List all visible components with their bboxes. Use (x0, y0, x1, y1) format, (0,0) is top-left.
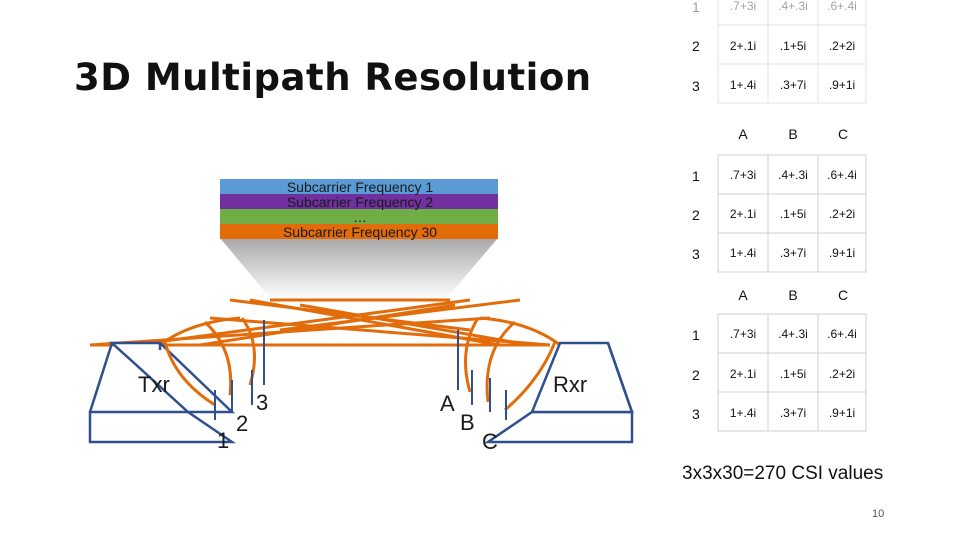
tx-antenna-label-2: 2 (236, 411, 248, 436)
col-header: C (838, 126, 848, 142)
row-header: 3 (692, 406, 700, 422)
table-cell: .7+3i (730, 0, 756, 13)
table-cell: .6+.4i (827, 168, 857, 182)
table-cell: .1+5i (780, 367, 806, 381)
csi-table-2-text: 1 .7+3i .4+.3i .6+.4i 2 2+.1i .1+5i .2+2… (692, 168, 857, 303)
csi-table-1-text: 1 .7+3i .4+.3i .6+.4i 2 2+.1i .1+5i .2+2… (692, 0, 857, 142)
col-header: B (788, 287, 797, 303)
subcarrier-bands: Subcarrier Frequency 1 Subcarrier Freque… (220, 179, 498, 240)
tx-device (88, 317, 265, 444)
band-4 (220, 224, 498, 239)
table-cell: .7+3i (730, 327, 756, 341)
band-1 (220, 179, 498, 194)
table-cell: .3+7i (780, 406, 806, 420)
table-cell: .4+.3i (778, 168, 808, 182)
rx-device (457, 317, 634, 444)
row-header: 1 (692, 0, 700, 15)
table-cell: 2+.1i (730, 39, 756, 53)
col-header: B (788, 126, 797, 142)
rx-antenna-label-c: C (482, 429, 498, 454)
row-header: 2 (692, 38, 700, 54)
table-cell: .6+.4i (827, 327, 857, 341)
rx-antenna-label-a: A (440, 391, 455, 416)
band-label-2: Subcarrier Frequency 2 (287, 194, 434, 210)
table-cell: .9+1i (829, 78, 855, 92)
rx-label: Rxr (553, 372, 587, 397)
rx-antenna-c (504, 341, 557, 412)
row-header: 3 (692, 246, 700, 262)
table-cell: .9+1i (829, 406, 855, 420)
table-cell: .2+2i (829, 39, 855, 53)
page-title: 3D Multipath Resolution (74, 56, 592, 99)
tx-label: Txr (138, 372, 170, 397)
col-header: A (738, 126, 748, 142)
table-cell: 1+.4i (730, 406, 756, 420)
table-cell: .9+1i (829, 246, 855, 260)
row-header: 1 (692, 168, 700, 184)
table-cell: .3+7i (780, 78, 806, 92)
col-header: A (738, 287, 748, 303)
table-cell: 2+.1i (730, 207, 756, 221)
table-cell: .1+5i (780, 207, 806, 221)
row-header: 2 (692, 367, 700, 383)
band-label-4: Subcarrier Frequency 30 (283, 224, 437, 240)
band-label-3: … (353, 209, 367, 225)
table-cell: .3+7i (780, 246, 806, 260)
rx-antenna-label-b: B (460, 410, 475, 435)
table-cell: .4+.3i (778, 327, 808, 341)
csi-table-1 (717, 0, 867, 104)
csi-table-3-text: 1 .7+3i .4+.3i .6+.4i 2 2+.1i .1+5i .2+2… (692, 327, 857, 422)
table-cell: .2+2i (829, 367, 855, 381)
tx-antenna-1 (163, 341, 216, 407)
rx-antenna-b (485, 320, 516, 403)
page-number: 10 (872, 508, 885, 520)
table-cell: .7+3i (730, 168, 756, 182)
table-cell: .4+.3i (778, 0, 808, 13)
tx-antenna-label-1: 1 (217, 428, 229, 453)
multipath-rays (89, 298, 561, 347)
table-cell: .1+5i (780, 39, 806, 53)
csi-table-2 (717, 154, 867, 273)
tx-antenna-2 (203, 320, 233, 396)
band-label-1: Subcarrier Frequency 1 (287, 179, 434, 195)
row-header: 1 (692, 327, 700, 343)
row-header: 2 (692, 207, 700, 223)
csi-summary: 3x3x30=270 CSI values (682, 463, 884, 484)
frequency-funnel (220, 238, 498, 300)
row-header: 3 (692, 78, 700, 94)
table-cell: .6+.4i (827, 0, 857, 13)
csi-table-3 (717, 313, 867, 432)
band-3 (220, 209, 498, 224)
rx-antenna-a (464, 317, 480, 393)
table-cell: 2+.1i (730, 367, 756, 381)
table-cell: 1+.4i (730, 246, 756, 260)
tx-antenna-label-3: 3 (256, 390, 268, 415)
col-header: C (838, 287, 848, 303)
table-cell: 1+.4i (730, 78, 756, 92)
band-2 (220, 194, 498, 209)
table-cell: .2+2i (829, 207, 855, 221)
